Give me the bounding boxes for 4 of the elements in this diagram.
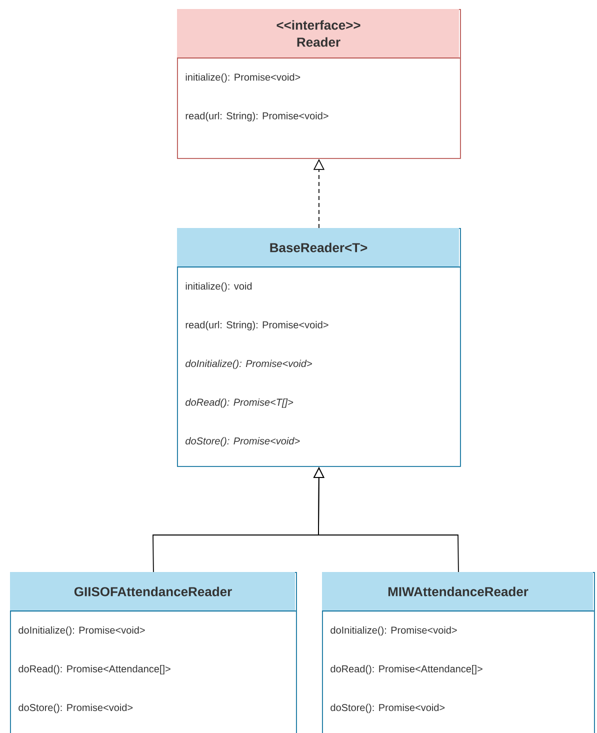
class-box: GIISOFAttendanceReader doInitialize(): Promise<void> doRead(): Promise<Attendance[]> doStore(): Promise<void>	[10, 572, 297, 733]
class-box: <<interface>> Reader initialize(): Promise<void> read(url: String): Promise<void>	[176, 9, 461, 159]
class-box: BaseReader<T> initialize(): void read(url: String): Promise<void> doInitialize(): Promise<void> doRead(): Promise<T[]> doStore(): Promise<void>	[176, 228, 461, 467]
class-box: MIWAttendanceReader doInitialize(): Promise<void> doRead(): Promise<Attendance[]> doStore(): Promise<void>	[322, 572, 595, 733]
